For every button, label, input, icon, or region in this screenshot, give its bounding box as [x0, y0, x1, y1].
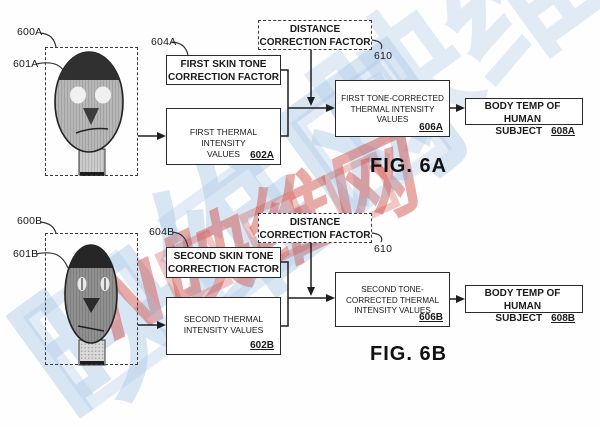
box-text-line: VALUES: [207, 149, 240, 159]
subject-face-light-icon: [54, 51, 124, 176]
first-thermal-intensity-values-box: FIRST THERMAL INTENSITY VALUES 602A: [166, 108, 281, 165]
arrowheads-fig-6a: [157, 97, 465, 140]
label-leader-lines: [35, 32, 383, 269]
box-text-line: DISTANCE: [289, 24, 341, 35]
ref-label-610b: 610: [374, 243, 393, 255]
subject-frame-b: [45, 233, 138, 365]
box-text-line: CORRECTED THERMAL: [345, 295, 440, 305]
first-tone-corrected-thermal-intensity-values-box: FIRST TONE-CORRECTED THERMAL INTENSITY V…: [335, 80, 450, 137]
box-text-line: SECOND TONE-: [361, 285, 424, 294]
ref-label-606b: 606B: [419, 311, 443, 323]
ref-label-604b: 604B: [149, 226, 175, 238]
box-text-line: SECOND THERMAL: [183, 314, 264, 324]
box-text-line: CORRECTION FACTOR: [168, 264, 279, 275]
ref-label-600b: 600B: [17, 215, 43, 227]
box-text-line: FIRST SKIN TONE: [180, 59, 267, 70]
subject-frame-a: [45, 47, 138, 176]
figure-caption-6a: FIG. 6A: [370, 155, 448, 177]
figure-caption-6b: FIG. 6B: [370, 343, 448, 365]
box-text-line: SECOND SKIN TONE: [173, 251, 274, 262]
box-text-line: INTENSITY VALUES: [354, 306, 431, 315]
ref-label-601b: 601B: [13, 248, 39, 260]
connectors-fig-6a: [138, 50, 457, 137]
box-text-line: THERMAL INTENSITY: [350, 104, 435, 114]
ref-label-608a: 608A: [551, 126, 575, 137]
box-text-line: BODY TEMP OF HUMAN: [484, 288, 561, 312]
ref-label-608b: 608B: [551, 313, 575, 324]
second-skin-tone-correction-factor-box: SECOND SKIN TONE CORRECTION FACTOR: [166, 247, 281, 278]
distance-correction-factor-box-a: DISTANCE CORRECTION FACTOR: [258, 20, 372, 50]
box-text-line: FIRST TONE-CORRECTED: [341, 94, 444, 103]
ref-label-600a: 600A: [17, 26, 43, 38]
second-thermal-intensity-values-box: SECOND THERMAL INTENSITY VALUES 602B: [166, 297, 281, 355]
connectors-fig-6b: [138, 243, 457, 327]
box-text-line: CORRECTION FACTOR: [168, 72, 279, 83]
box-text-line: FIRST THERMAL INTENSITY: [189, 127, 258, 148]
ref-label-604a: 604A: [151, 36, 177, 48]
box-text-line: DISTANCE: [289, 217, 341, 228]
box-text-line: BODY TEMP OF HUMAN: [484, 101, 561, 125]
box-text-line: VALUES: [376, 115, 409, 124]
ref-label-602b: 602B: [250, 340, 274, 351]
second-tone-corrected-thermal-intensity-values-box: SECOND TONE- CORRECTED THERMAL INTENSITY…: [335, 272, 450, 327]
ref-label-606a: 606A: [419, 121, 443, 133]
box-text-line: INTENSITY VALUES: [183, 325, 264, 335]
box-text-line: CORRECTION FACTOR: [259, 37, 371, 48]
ref-label-601a: 601A: [13, 58, 39, 70]
subject-face-dark-icon: [64, 244, 118, 366]
distance-correction-factor-box-b: DISTANCE CORRECTION FACTOR: [258, 213, 372, 243]
first-skin-tone-correction-factor-box: FIRST SKIN TONE CORRECTION FACTOR: [166, 55, 281, 85]
arrowheads-fig-6b: [157, 287, 465, 329]
ref-label-602a: 602A: [250, 150, 274, 161]
ref-label-610a: 610: [374, 50, 393, 62]
box-text-line: CORRECTION FACTOR: [259, 230, 371, 241]
